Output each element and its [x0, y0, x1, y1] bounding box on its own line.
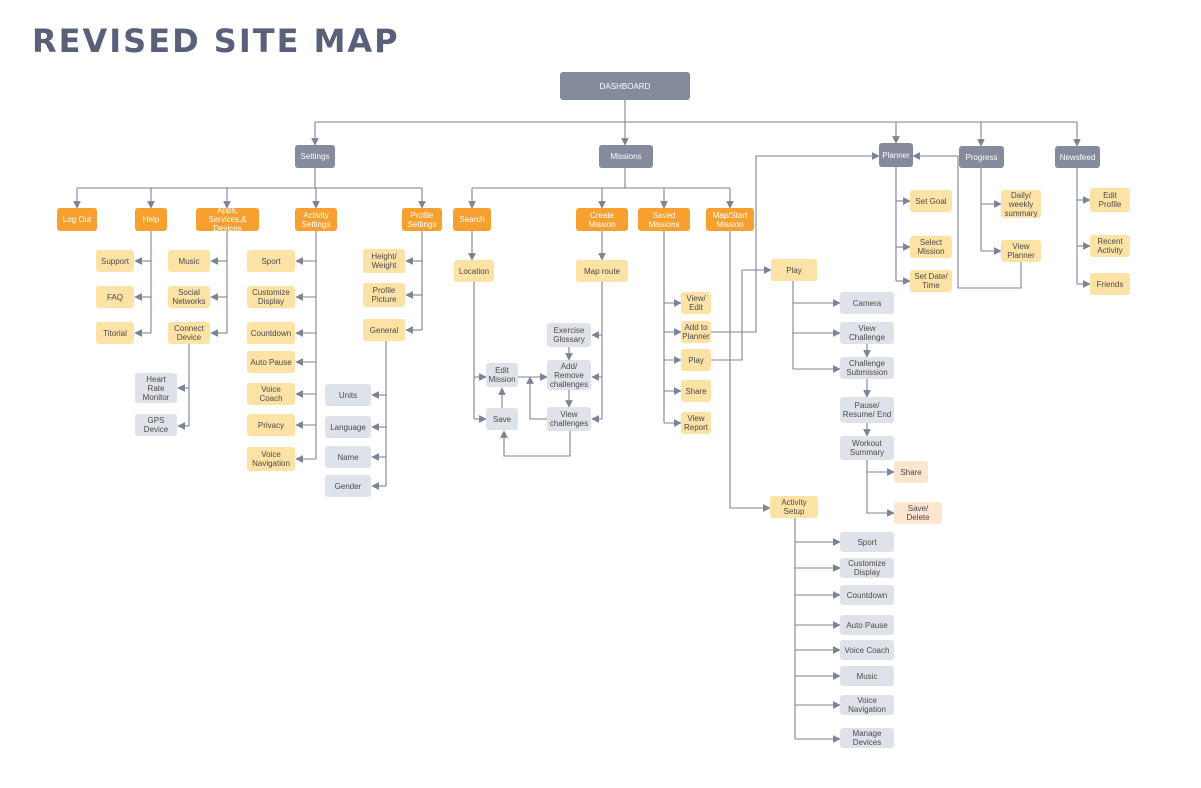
- node-titorial: Titorial: [96, 322, 134, 344]
- node-workout-summary: Workout Summary: [840, 436, 894, 460]
- node-apps: Apps, Services,& Devices: [196, 206, 259, 233]
- node-voice-coach: Voice Coach: [247, 383, 295, 405]
- node-planner: Planner: [879, 143, 913, 167]
- node-daily-weekly: Daily/ weekly summary: [1001, 190, 1041, 218]
- connector-70: [711, 266, 772, 361]
- page-title: REVISED SITE MAP: [32, 22, 400, 60]
- node-add-to-planner: Add to Planner: [681, 321, 711, 343]
- node-play-saved: Play: [681, 349, 711, 371]
- node-edit-mission: Edit Mission: [486, 363, 518, 387]
- node-save: Save: [486, 408, 518, 430]
- connector-98: [912, 152, 1022, 289]
- node-map-start: Map/Start Mission: [706, 208, 754, 231]
- node-customize-display: Customize Display: [247, 286, 295, 308]
- node-connect-device: Connect Device: [168, 322, 210, 344]
- node-heart-rate: Heart Rate Monitor: [135, 373, 177, 403]
- node-newsfeed: Newsfeed: [1055, 146, 1100, 168]
- node-language: Language: [325, 416, 371, 438]
- node-camera: Camera: [840, 292, 894, 314]
- node-logout: Log Out: [57, 208, 97, 231]
- node-activity-settings: Activity Settings: [295, 208, 337, 231]
- node-view-planner: View Planner: [1001, 240, 1041, 262]
- node-setup-voice-coach: Voice Coach: [840, 640, 894, 660]
- connector-62: [500, 430, 571, 457]
- node-setup-music: Music: [840, 666, 894, 686]
- node-missions: Missions: [599, 145, 653, 168]
- node-music: Music: [168, 250, 210, 272]
- node-view-report: View Report: [681, 412, 711, 434]
- node-select-mission: Select Mission: [910, 236, 952, 258]
- node-social-networks: Social Networks: [168, 286, 210, 308]
- node-sport: Sport: [247, 250, 295, 272]
- node-save-delete: Save/ Delete: [894, 502, 942, 524]
- node-name: Name: [325, 446, 371, 468]
- node-search: Search: [453, 208, 491, 231]
- node-pause-resume: Pause/ Resume/ End: [840, 397, 894, 423]
- node-view-edit: View/ Edit: [681, 292, 711, 314]
- node-gps-device: GPS Device: [135, 414, 177, 436]
- node-set-goal: Set Goal: [910, 190, 952, 212]
- node-settings: Settings: [295, 145, 335, 168]
- node-support: Support: [96, 250, 134, 272]
- connector-71: [729, 231, 771, 512]
- node-setup-auto-pause: Auto Pause: [840, 615, 894, 635]
- node-setup-sport: Sport: [840, 532, 894, 552]
- node-dashboard: DASHBOARD: [560, 72, 690, 100]
- node-setup-countdown: Countdown: [840, 585, 894, 605]
- node-recent-activity: Recent Activity: [1090, 235, 1130, 257]
- node-height-weight: Height/ Weight: [363, 249, 405, 273]
- node-profile-settings: Profile Settings: [402, 208, 442, 231]
- node-auto-pause: Auto Pause: [247, 351, 295, 373]
- node-units: Units: [325, 384, 371, 406]
- node-add-remove: Add/ Remove challenges: [547, 360, 591, 390]
- node-saved-missions: Saved Missions: [638, 208, 690, 231]
- node-exercise-glossary: Exercise Glossary: [547, 323, 591, 347]
- node-activity-setup: Activity Setup: [770, 496, 818, 518]
- node-setup-manage-devices: Manage Devices: [840, 728, 894, 748]
- node-location: Location: [454, 260, 494, 282]
- node-setup-voice-nav: Voice Navigation: [840, 695, 894, 715]
- node-view-challenges: View challenges: [547, 407, 591, 431]
- node-share-saved: Share: [681, 380, 711, 402]
- node-profile-picture: Profile Picture: [363, 283, 405, 307]
- node-faq: FAQ: [96, 286, 134, 308]
- node-set-date-time: Set Date/ Time: [910, 270, 952, 292]
- node-map-route: Map route: [576, 260, 628, 282]
- node-setup-customize: Customize Display: [840, 558, 894, 578]
- node-voice-navigation: Voice Navigation: [247, 447, 295, 471]
- node-help: Help: [135, 208, 167, 231]
- node-challenge-submission: Challenge Submission: [840, 357, 894, 379]
- node-share-workout: Share: [894, 461, 928, 483]
- node-privacy: Privacy: [247, 414, 295, 436]
- node-progress: Progress: [959, 146, 1004, 168]
- node-edit-profile: Edit Profile: [1090, 188, 1130, 212]
- node-play-main: Play: [771, 259, 817, 281]
- connector-61: [526, 376, 547, 420]
- node-gender: Gender: [325, 475, 371, 497]
- node-create-mission: Create Mission: [576, 208, 628, 231]
- node-countdown: Countdown: [247, 322, 295, 344]
- node-view-challenge: View Challenge: [840, 322, 894, 344]
- node-friends: Friends: [1090, 273, 1130, 295]
- node-general: General: [363, 319, 405, 341]
- connector-69: [711, 152, 880, 333]
